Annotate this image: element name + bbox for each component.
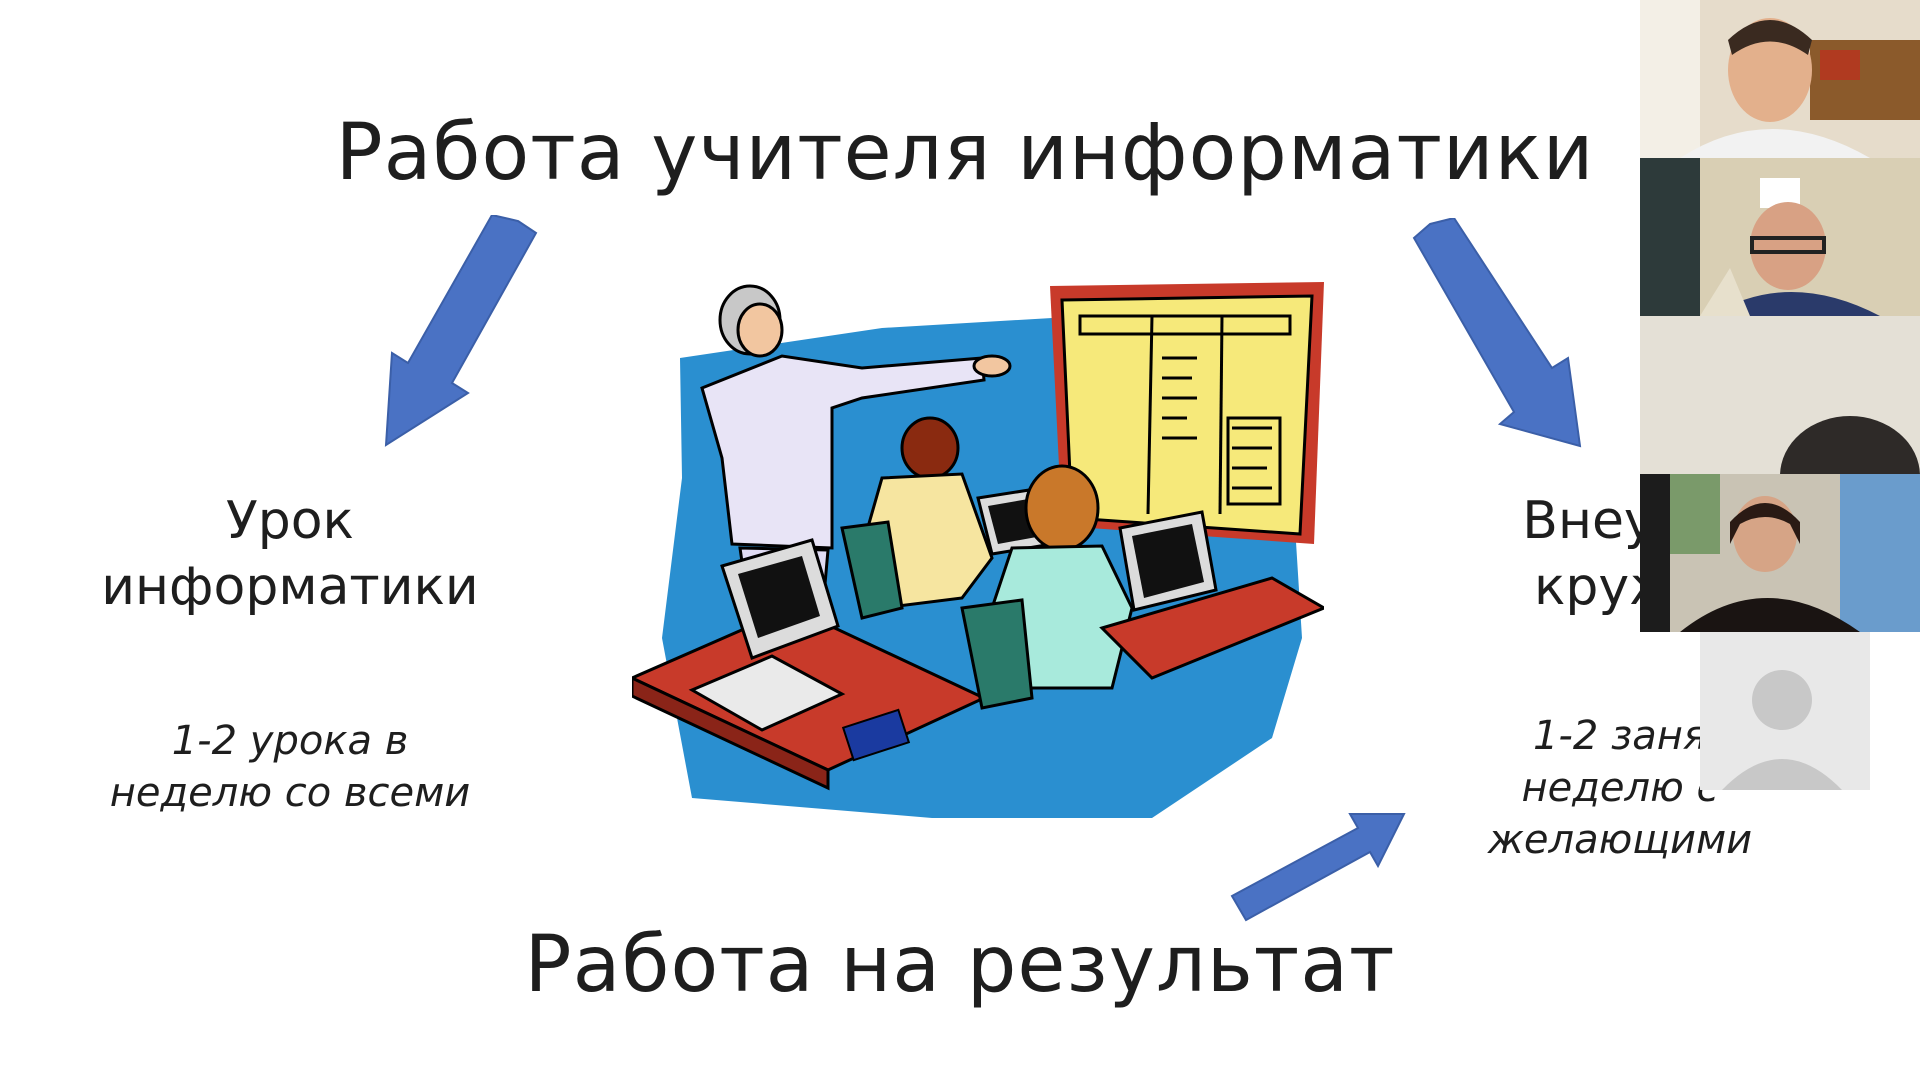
video-participants-panel	[1640, 0, 1920, 1080]
extracurricular-note-line-1: 1-2 заня	[1532, 713, 1708, 759]
slide-footer-title: Работа на результат	[524, 920, 1396, 1010]
extracurricular-note-line-3: желающими	[1487, 817, 1753, 863]
participant-tile-2[interactable]	[1640, 158, 1920, 316]
extracurricular-note-line-2: неделю с	[1521, 765, 1719, 811]
lesson-note-line-1: 1-2 урока в	[171, 718, 409, 764]
person-video-icon	[1640, 0, 1920, 158]
participant-tile-1[interactable]	[1640, 0, 1920, 158]
arrow-down-right-icon	[1412, 218, 1582, 448]
computer-class-clipart	[632, 282, 1324, 818]
arrow-down-left-icon	[384, 215, 538, 447]
person-video-icon	[1640, 316, 1920, 474]
participant-tile-4[interactable]	[1640, 474, 1920, 632]
person-video-icon	[1640, 158, 1920, 316]
lesson-heading: Урок информатики	[60, 488, 520, 620]
person-video-icon	[1640, 474, 1920, 632]
slide-title: Работа учителя информатики	[335, 108, 1595, 198]
lesson-note-line-2: неделю со всеми	[109, 770, 471, 816]
extracurricular-note: 1-2 заня неделю с желающими	[1440, 710, 1800, 866]
lesson-heading-line-2: информатики	[101, 557, 479, 617]
lesson-note: 1-2 урока в неделю со всеми	[60, 715, 520, 819]
participant-tile-5[interactable]	[1700, 632, 1870, 790]
lesson-heading-line-1: Урок	[226, 491, 354, 551]
arrow-up-right-icon	[1230, 813, 1406, 922]
avatar-placeholder-icon	[1700, 632, 1870, 790]
participant-tile-3[interactable]	[1640, 316, 1920, 474]
